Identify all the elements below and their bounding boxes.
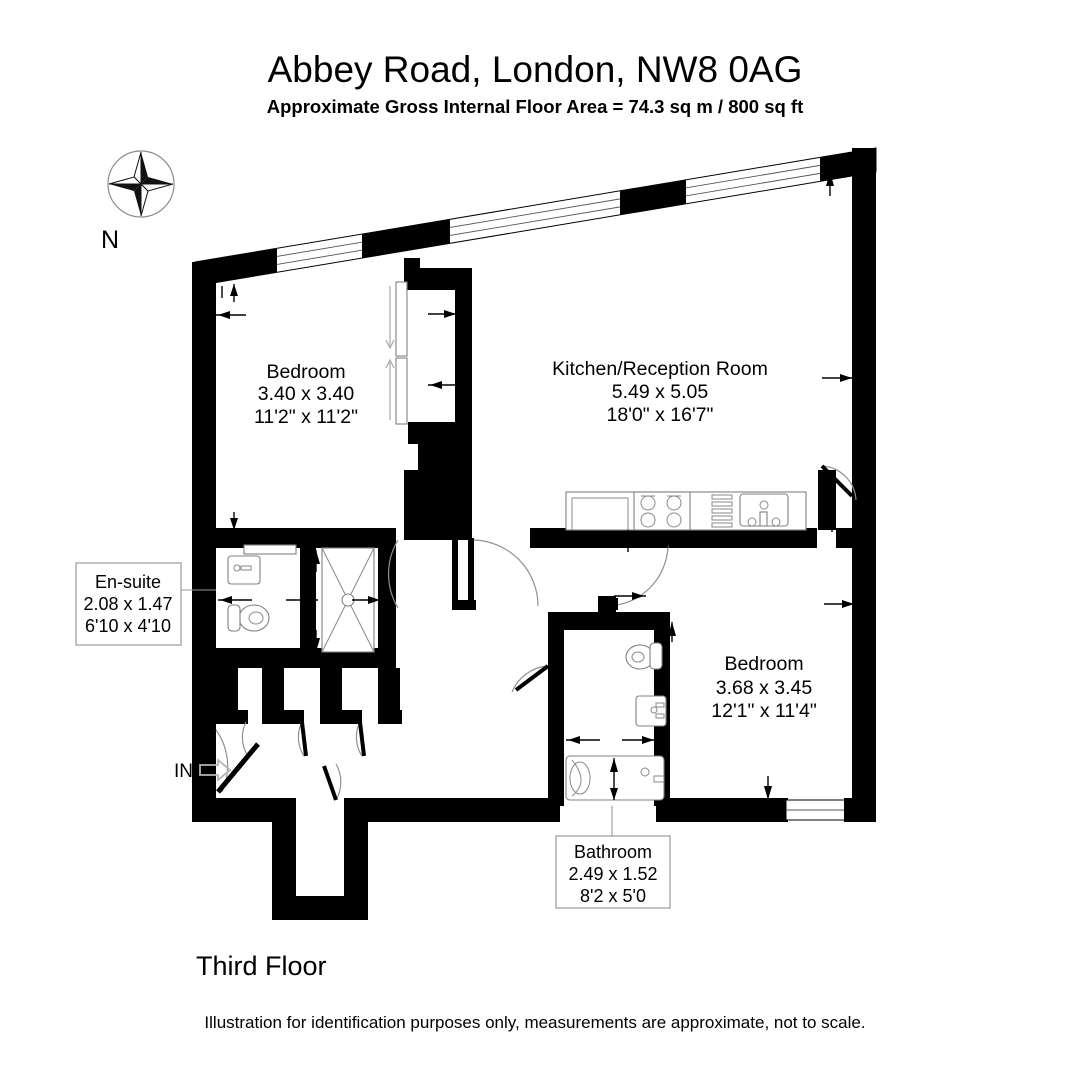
room-metric: 3.68 x 3.45 [716, 677, 813, 699]
room-imperial: 18'0" x 16'7" [607, 404, 714, 426]
wall-kitchen-south [530, 528, 802, 548]
bathroom-basin-fixture [635, 695, 667, 727]
room-label-bedroom-2: Bedroom 3.68 x 3.45 12'1" x 11'4" [711, 653, 817, 722]
room-metric: 5.49 x 5.05 [612, 381, 709, 403]
floor-area-subtitle: Approximate Gross Internal Floor Area = … [267, 96, 804, 117]
exterior-wall-bottom-left [192, 798, 280, 822]
room-name: Bedroom [724, 653, 803, 675]
wall-ensuite-bottom [216, 648, 396, 668]
closet-sill-4 [378, 710, 402, 724]
room-imperial: 6'10 x 4'10 [85, 616, 171, 636]
ensuite-basin-fixture [227, 555, 261, 585]
wardrobe-sliding-door-2 [385, 357, 408, 425]
floorplan-drawing [192, 147, 877, 920]
room-name: Bathroom [574, 842, 652, 862]
closet-door-2 [297, 721, 308, 757]
closet-sill-3 [320, 710, 362, 724]
room-metric: 2.08 x 1.47 [83, 594, 172, 614]
wall-wardrobe-return-b [418, 440, 458, 470]
entrance-door [215, 729, 260, 794]
room-label-bathroom: Bathroom 2.49 x 1.52 8'2 x 5'0 [555, 806, 671, 909]
wall-bathroom-door-jamb [598, 596, 616, 616]
room-imperial: 8'2 x 5'0 [580, 886, 646, 906]
closet-door-1 [241, 721, 249, 757]
dimension-markers [216, 172, 856, 800]
disclaimer-text: Illustration for identification purposes… [204, 1013, 865, 1032]
closet-wall-3 [320, 668, 342, 720]
closet-door-3 [355, 721, 366, 757]
floor-label: Third Floor [196, 951, 327, 981]
wall-wardrobe-return-a [408, 422, 456, 444]
wall-kitchen-south-right [836, 528, 876, 548]
exterior-wall-bottom-right-a [656, 798, 788, 822]
bathtub-fixture [565, 755, 665, 801]
drawer-unit-fixture [711, 494, 733, 528]
wall-wardrobe-return-c [404, 470, 458, 540]
room-name: Kitchen/Reception Room [552, 358, 768, 380]
hall-cupboard-door [322, 763, 342, 801]
room-label-bedroom-1: Bedroom 3.40 x 3.40 11'2" x 11'2" [254, 361, 358, 428]
wall-ensuite-divider [300, 534, 316, 654]
exterior-wall-bottom-right-b [844, 798, 876, 822]
closet-sill-1 [216, 710, 248, 724]
ensuite-shelf-fixture [243, 544, 297, 555]
window-pier-2 [362, 219, 450, 258]
in-label: IN [174, 761, 193, 782]
sink-fixture [739, 493, 789, 527]
closet-wall-4 [378, 668, 400, 720]
closet-wall-1 [216, 668, 238, 720]
wall-bedroom-kitchen [455, 268, 472, 540]
ensuite-wc-fixture [227, 604, 270, 632]
room-metric: 3.40 x 3.40 [258, 383, 355, 405]
alcove-door [820, 464, 857, 501]
wall-bathroom-top [548, 612, 670, 630]
wall-bathroom-left-b [548, 666, 564, 806]
label-box [555, 835, 671, 909]
in-arrow-icon [199, 758, 232, 782]
wall-kitchen-south-pier [795, 528, 817, 548]
bathroom-wc-fixture [625, 642, 663, 670]
exterior-wall-bottom-mid [360, 798, 560, 822]
bedroom1-door [388, 538, 539, 610]
room-imperial: 12'1" x 11'4" [711, 700, 817, 722]
room-label-en-suite: En-suite 2.08 x 1.47 6'10 x 4'10 [75, 562, 216, 646]
compass-star-icon [107, 150, 175, 218]
kitchen-counter-fixture [565, 491, 807, 531]
room-label-kitchen-reception: Kitchen/Reception Room 5.49 x 5.05 18'0"… [552, 358, 768, 426]
page-title: Abbey Road, London, NW8 0AG [268, 49, 803, 90]
wall-bathroom-left-a [548, 612, 564, 666]
top-glazed-wall [194, 147, 877, 287]
entrance-in-marker: IN [174, 758, 232, 782]
closet-wall-2 [262, 668, 284, 720]
exterior-wall-left [192, 262, 216, 822]
exterior-wall-right [852, 148, 876, 820]
wardrobe-sliding-door-1 [385, 281, 408, 357]
room-name: En-suite [95, 572, 161, 592]
closet-sill-2 [262, 710, 304, 724]
wall-ensuite-right [378, 534, 396, 658]
room-imperial: 11'2" x 11'2" [254, 406, 358, 428]
label-box [75, 562, 182, 646]
window-pier-3 [620, 180, 686, 215]
bathroom-door [511, 664, 550, 693]
room-name: Bedroom [266, 361, 345, 383]
room-metric: 2.49 x 1.52 [568, 864, 657, 884]
compass-north-label: N [101, 226, 119, 254]
